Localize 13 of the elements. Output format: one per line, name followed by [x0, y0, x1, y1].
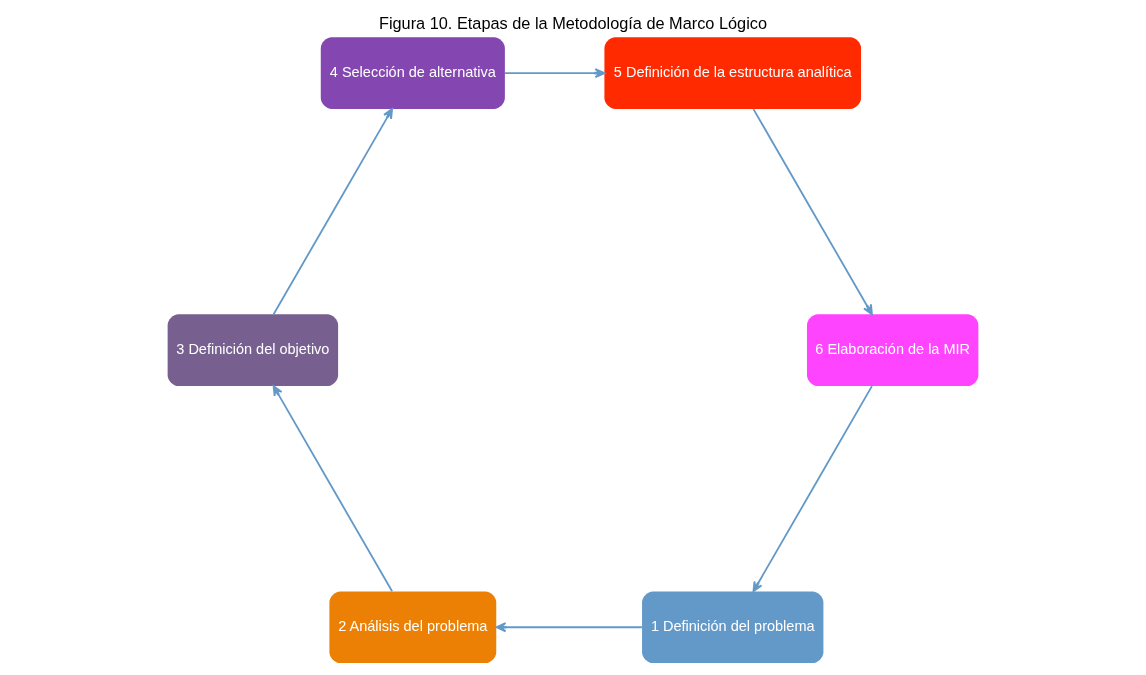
- node-box: 6 Elaboración de la MIR: [806, 314, 979, 386]
- node-box: 3 Definición del objetivo: [167, 314, 339, 386]
- arrow: [272, 108, 393, 316]
- node-box: 5 Definición de la estructura analítica: [604, 37, 862, 109]
- arrow: [752, 108, 873, 316]
- arrow: [272, 385, 393, 593]
- node-box: 2 Análisis del problema: [329, 591, 497, 664]
- node-box: 1 Definición del problema: [642, 591, 824, 664]
- arrow: [504, 68, 606, 79]
- node-box: 4 Selección de alternativa: [320, 37, 505, 109]
- diagram-title: Figura 10. Etapas de la Metodología de Marco Lógico: [378, 13, 768, 32]
- arrow: [495, 622, 643, 633]
- arrow: [752, 385, 873, 593]
